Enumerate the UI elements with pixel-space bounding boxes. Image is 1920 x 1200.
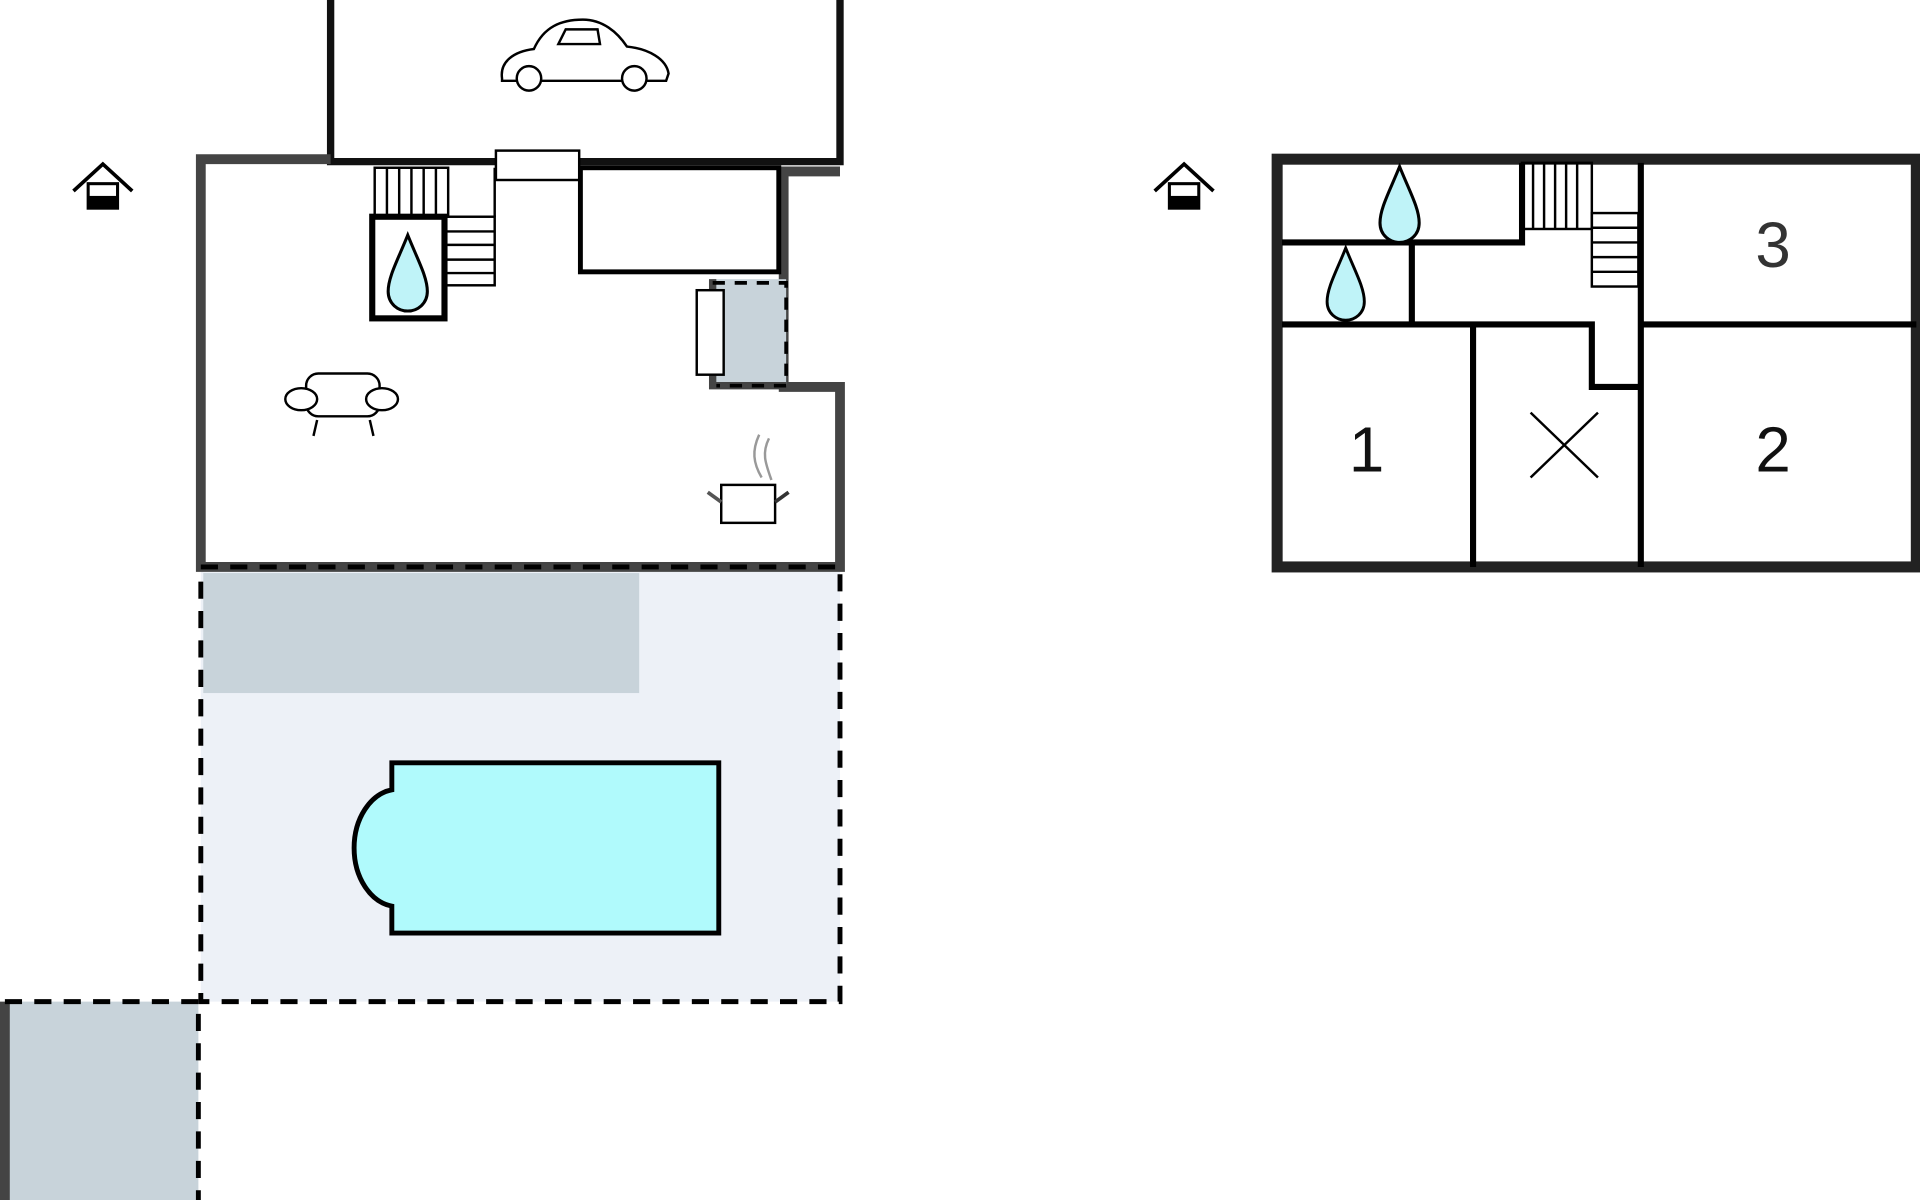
pool — [351, 760, 722, 936]
entrance-door — [494, 149, 581, 182]
utility-niche — [695, 279, 788, 390]
cooking-pot-icon — [706, 434, 790, 525]
covered-terrace — [203, 573, 640, 694]
bedroom-2-label: 2 — [1755, 414, 1790, 485]
bedroom-1-label: 1 — [1349, 414, 1384, 485]
house-icon — [1152, 162, 1216, 211]
ground-floor — [195, 149, 845, 572]
stairs — [373, 166, 496, 287]
garage — [326, 0, 844, 166]
void-x-icon — [1529, 411, 1599, 479]
house-icon — [71, 162, 135, 211]
upper-floor: 1 2 3 — [1271, 153, 1920, 573]
car-icon — [500, 18, 670, 92]
sofa-icon — [284, 372, 400, 437]
stairs — [1520, 161, 1640, 288]
bottom-left-area — [0, 999, 201, 1200]
storage-room — [577, 165, 782, 275]
bedroom-3-label: 3 — [1755, 210, 1790, 281]
